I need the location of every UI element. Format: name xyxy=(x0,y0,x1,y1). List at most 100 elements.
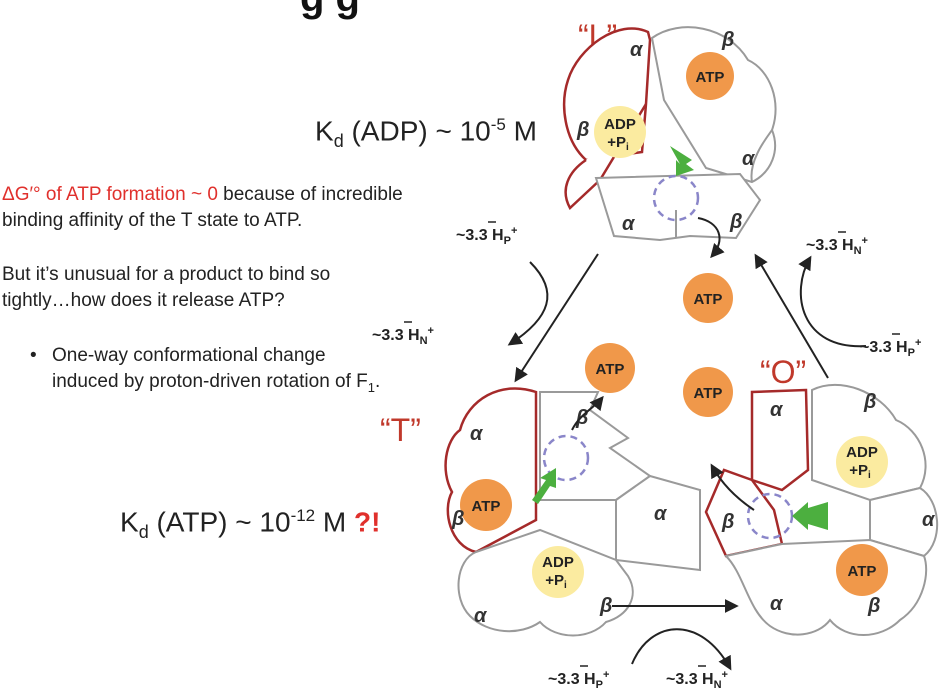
kd-atp-k: K xyxy=(120,506,139,538)
l-pi-text: +Pi xyxy=(607,134,629,153)
o-pi-text: +Pi xyxy=(849,462,871,481)
proton-arrow-left xyxy=(507,261,549,346)
bullet-line2-period: . xyxy=(375,371,381,392)
bullet-line2: induced by proton-driven rotation of F xyxy=(52,371,368,392)
t-pi-text: +Pi xyxy=(545,572,567,591)
o-beta-label-left: β xyxy=(721,511,734,533)
l-beta-label-bottom: β xyxy=(729,211,742,233)
l-beta-label-left: β xyxy=(576,119,589,141)
question-text-line1: But it’s unusual for a product to bind s… xyxy=(2,264,331,285)
kd-atp-sub: d xyxy=(138,521,149,542)
o-lower-subunit xyxy=(723,538,928,636)
t-adp-ball xyxy=(532,546,584,598)
t-adp-text: ADP xyxy=(542,554,574,571)
l-alpha-subunit-right xyxy=(750,129,773,183)
t-alpha-label-top: α xyxy=(470,423,484,445)
l-lower-pentagon xyxy=(594,172,762,242)
l-adp-text: ADP xyxy=(604,116,636,133)
kd-adp-exp: -5 xyxy=(490,115,506,134)
free-atp-left-text: ATP xyxy=(596,361,625,378)
proton-label-hp-right: ~3.3 HP+ xyxy=(860,333,921,359)
kd-adp-label: Kd (ADP) ~ 10-5 M xyxy=(315,115,537,152)
l-beta-subunit-top xyxy=(650,26,777,184)
affinity-text-rest: because of incredible xyxy=(217,184,403,205)
title-fragment: g g xyxy=(300,0,360,21)
kd-atp-unit: M xyxy=(315,506,355,538)
svg-text:~3.3 HN+: ~3.3 HN+ xyxy=(372,325,434,347)
bullet-line1: One-way conformational change xyxy=(52,345,326,366)
proton-label-hn-bottom: ~3.3 HN+ xyxy=(666,665,728,690)
t-alpha-label-bottom: α xyxy=(474,605,488,627)
affinity-text: ΔG′° of ATP formation ~ 0 because of inc… xyxy=(2,182,403,208)
proton-arrow-bottom xyxy=(631,628,732,671)
t-rotation-arrow-green xyxy=(532,468,556,504)
bullet-item-line2: induced by proton-driven rotation of F1. xyxy=(52,369,380,401)
o-rotation-arrow-green xyxy=(792,502,828,530)
o-alpha-subunit-red xyxy=(750,388,810,492)
proton-arrow-right xyxy=(798,255,867,348)
o-alpha-label-right: α xyxy=(922,509,936,531)
kd-atp-label: Kd (ATP) ~ 10-12 M ?! xyxy=(120,506,380,543)
proton-label-hn-right: ~3.3 HN+ xyxy=(806,231,868,257)
free-atp-center xyxy=(683,273,733,323)
kd-adp-rest: (ADP) ~ 10 xyxy=(343,115,491,147)
delta-g-text: ΔG′° of ATP formation ~ 0 xyxy=(2,184,218,205)
o-adp-ball xyxy=(836,436,888,488)
t-atp-ball xyxy=(460,479,512,531)
proton-label-hp-left: ~3.3 HP+ xyxy=(456,221,517,247)
o-atp-ball xyxy=(836,544,888,596)
o-atp-text: ATP xyxy=(848,563,877,580)
f1-subscript: 1 xyxy=(367,379,376,395)
l-atp-ball xyxy=(686,52,734,100)
l-release-arrow xyxy=(697,217,725,259)
t-beta-label-bottom: β xyxy=(599,595,612,617)
proton-label-hp-bottom: ~3.3 HP+ xyxy=(548,665,609,690)
o-beta-label-top: β xyxy=(863,391,876,413)
svg-text:~3.3 HN+: ~3.3 HN+ xyxy=(806,235,868,257)
l-alpha-label-bottom: α xyxy=(622,213,636,235)
l-beta-label-top: β xyxy=(721,29,734,51)
l-alpha-label-right: α xyxy=(742,148,756,170)
affinity-text-line2: binding affinity of the T state to ATP. xyxy=(2,210,303,231)
kd-adp-sub: d xyxy=(333,130,344,151)
o-alpha-label-bottom: α xyxy=(770,593,784,615)
bullet-dot: • xyxy=(30,345,37,366)
l-alpha-label-top: α xyxy=(630,39,644,61)
t-gamma-shaft-circle xyxy=(542,434,590,482)
free-atp-center-text: ATP xyxy=(694,291,723,308)
svg-text:~3.3 HP+: ~3.3 HP+ xyxy=(860,337,921,359)
t-state-complex: ATP ADP +Pi α β β α α β xyxy=(444,387,701,637)
svg-text:~3.3 HN+: ~3.3 HN+ xyxy=(666,669,728,690)
l-rotation-arrow-green xyxy=(670,146,694,176)
o-release-arrow xyxy=(710,463,755,511)
free-atp-left xyxy=(585,343,635,393)
t-alpha-right-subunit xyxy=(615,474,701,572)
kd-atp-exp: -12 xyxy=(290,506,316,525)
kd-adp-k: K xyxy=(315,115,334,147)
proton-label-hn-left: ~3.3 HN+ xyxy=(372,321,434,347)
l-state-complex: ATP ADP +Pi α β β α α β xyxy=(562,26,777,259)
arrow-o-to-l xyxy=(754,253,829,379)
bullet-item: • One-way conformational change xyxy=(30,343,326,369)
question-text-line2: tightly…how does it release ATP? xyxy=(2,290,285,311)
kd-atp-rest: (ATP) ~ 10 xyxy=(148,506,291,538)
t-alpha-label-right: α xyxy=(654,503,668,525)
svg-text:~3.3 HP+: ~3.3 HP+ xyxy=(548,669,609,690)
l-gamma-shaft-circle xyxy=(652,174,700,222)
t-beta-label-left: β xyxy=(451,508,464,530)
arrow-l-to-t xyxy=(514,253,599,383)
state-label-o: “O” xyxy=(760,354,807,390)
o-beta-label-bottom: β xyxy=(867,595,880,617)
l-atp-text: ATP xyxy=(696,69,725,86)
t-atp-text: ATP xyxy=(472,498,501,515)
state-label-t: “T” xyxy=(380,412,421,448)
o-state-complex: ADP +Pi ATP α β β α α β xyxy=(704,383,938,636)
t-release-arrow xyxy=(571,395,604,431)
l-adp-ball xyxy=(594,106,646,158)
kd-atp-emphasis: ?! xyxy=(354,506,381,538)
o-alpha-label-top: α xyxy=(770,399,784,421)
kd-adp-unit: M xyxy=(505,115,537,147)
svg-text:~3.3 HP+: ~3.3 HP+ xyxy=(456,225,517,247)
